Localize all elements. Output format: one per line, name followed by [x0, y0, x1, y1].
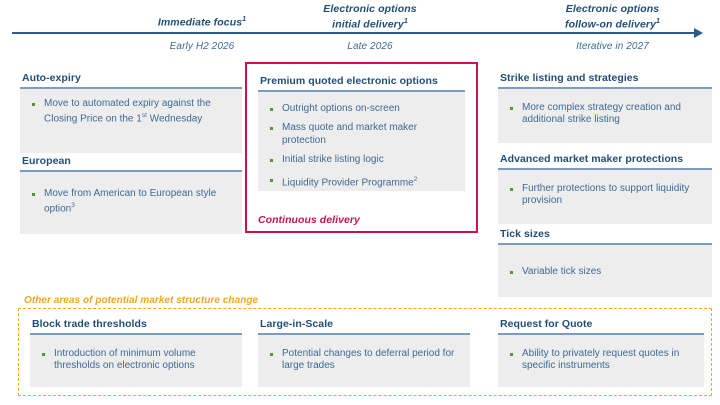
timeline-phase-label-3: Electronic options follow-on delivery1	[564, 3, 661, 30]
list-item: Mass quote and market maker protection	[266, 122, 457, 147]
block-heading: Block trade thresholds	[32, 318, 147, 330]
block-tick-sizes: Tick sizes Variable tick sizes	[498, 228, 712, 297]
heading-rule	[20, 87, 242, 89]
bullet-list: Further protections to support liquidity…	[506, 183, 704, 208]
bullet-list: Introduction of minimum volume threshold…	[38, 348, 234, 373]
other-areas-dashed-region	[18, 308, 712, 396]
heading-rule	[498, 243, 712, 245]
block-heading: Strike listing and strategies	[500, 72, 639, 84]
block-large-in-scale: Large-in-Scale Potential changes to defe…	[258, 318, 470, 387]
block-heading: Request for Quote	[500, 318, 593, 330]
timeline-phase-label-2: Electronic options initial delivery1	[323, 3, 417, 30]
timeline-arrow-head-icon	[694, 28, 703, 38]
heading-rule	[30, 333, 242, 335]
heading-rule	[498, 87, 712, 89]
timeline-date-2: Late 2026	[347, 41, 393, 52]
timeline-axis-line	[12, 32, 698, 34]
block-heading: Auto-expiry	[22, 72, 81, 84]
block-request-for-quote: Request for Quote Ability to privately r…	[498, 318, 704, 387]
list-item: Outright options on-screen	[266, 103, 457, 116]
block-heading: Advanced market maker protections	[500, 153, 684, 165]
block-panel: Move from American to European style opt…	[20, 171, 242, 234]
block-panel: Outright options on-screen Mass quote an…	[258, 91, 465, 191]
block-block-trade-thresholds: Block trade thresholds Introduction of m…	[30, 318, 242, 387]
timeline-phase-label-1: Immediate focus1	[157, 16, 247, 29]
heading-rule	[20, 170, 242, 172]
bullet-list: Variable tick sizes	[506, 266, 704, 279]
list-item: Move from American to European style opt…	[28, 188, 234, 216]
list-item: Move to automated expiry against the Clo…	[28, 98, 234, 126]
list-item: Liquidity Provider Programme2	[266, 174, 457, 190]
other-areas-label: Other areas of potential market structur…	[22, 295, 263, 306]
list-item: Variable tick sizes	[506, 266, 704, 279]
block-auto-expiry: Auto-expiry Move to automated expiry aga…	[20, 72, 242, 153]
block-panel: Potential changes to deferral period for…	[258, 334, 470, 387]
block-heading: Large-in-Scale	[260, 318, 334, 330]
block-european: European Move from American to European …	[20, 155, 242, 234]
timeline-date-1: Early H2 2026	[169, 41, 235, 52]
block-heading: European	[22, 155, 71, 167]
bullet-list: Ability to privately request quotes in s…	[506, 348, 696, 373]
block-advanced-market-maker-protections: Advanced market maker protections Furthe…	[498, 153, 712, 224]
bullet-list: Outright options on-screen Mass quote an…	[266, 103, 457, 190]
heading-rule	[498, 168, 712, 170]
list-item: Further protections to support liquidity…	[506, 183, 704, 208]
list-item: Potential changes to deferral period for…	[266, 348, 462, 373]
block-panel: Variable tick sizes	[498, 244, 712, 297]
bullet-list: Potential changes to deferral period for…	[266, 348, 462, 373]
bullet-list: Move from American to European style opt…	[28, 188, 234, 216]
heading-rule	[258, 333, 470, 335]
block-heading: Tick sizes	[500, 228, 550, 240]
block-panel: Ability to privately request quotes in s…	[498, 334, 704, 387]
block-panel: Further protections to support liquidity…	[498, 169, 712, 224]
list-item: More complex strategy creation and addit…	[506, 102, 704, 127]
block-strike-listing-and-strategies: Strike listing and strategies More compl…	[498, 72, 712, 143]
bullet-list: More complex strategy creation and addit…	[506, 102, 704, 127]
block-premium-quoted-electronic-options: Premium quoted electronic options Outrig…	[258, 75, 465, 191]
bullet-list: Move to automated expiry against the Clo…	[28, 98, 234, 126]
timeline-date-3: Iterative in 2027	[576, 41, 649, 52]
block-panel: More complex strategy creation and addit…	[498, 88, 712, 143]
block-panel: Move to automated expiry against the Clo…	[20, 88, 242, 153]
heading-rule	[498, 333, 704, 335]
list-item: Ability to privately request quotes in s…	[506, 348, 696, 373]
heading-rule	[258, 90, 465, 92]
list-item: Initial strike listing logic	[266, 154, 457, 167]
list-item: Introduction of minimum volume threshold…	[38, 348, 234, 373]
block-panel: Introduction of minimum volume threshold…	[30, 334, 242, 387]
block-heading: Premium quoted electronic options	[260, 75, 438, 87]
continuous-delivery-label: Continuous delivery	[258, 214, 360, 226]
